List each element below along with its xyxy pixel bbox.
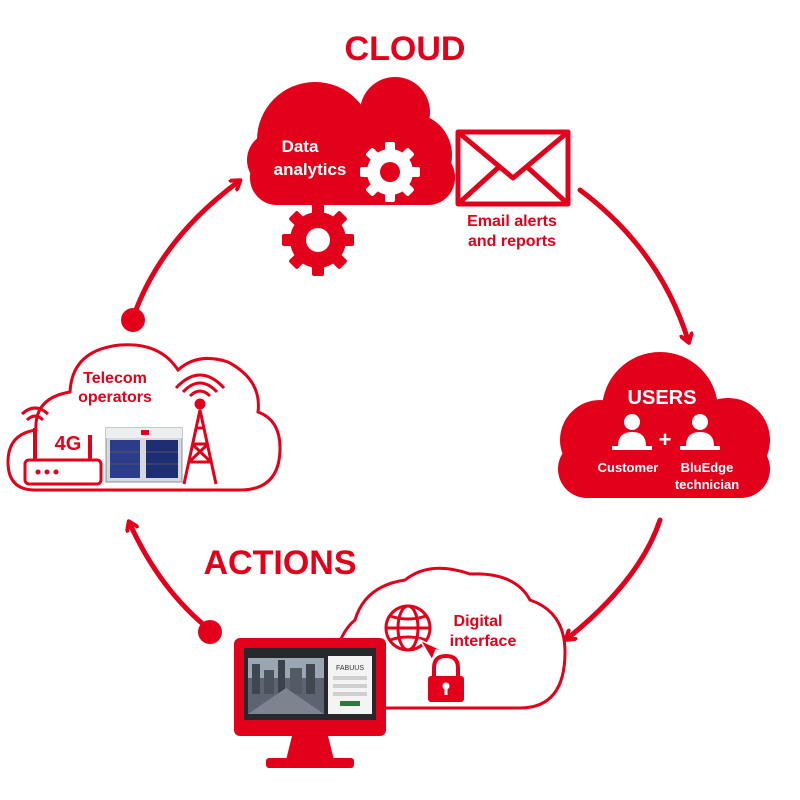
gear-icon [282,204,354,276]
screen-logo: FABUUS [336,665,364,672]
data-analytics-cloud: Data analytics [247,77,455,205]
chiller-unit-icon [105,427,183,483]
telecom-label-line2: operators [78,389,152,406]
digital-interface-label-line2: interface [450,633,517,650]
padlock-icon [428,653,464,702]
technician-label-line2: technician [675,477,739,492]
data-analytics-label-line1: Data [282,137,319,156]
globe-icon [384,604,447,662]
data-analytics-label-line2: analytics [274,160,347,179]
users-cloud: USERS + Customer BluEdge technician [558,352,770,498]
arrow-telecom-to-cloud [130,182,238,321]
cycle-arrows [130,182,688,638]
user-icon [680,414,720,450]
envelope-icon [455,129,571,207]
monitor-icon: FABUUS [234,638,386,768]
plus-sign: + [659,427,672,452]
technician-label-line1: BluEdge [681,460,734,475]
gear-icon [360,142,420,202]
router-icon [20,406,103,486]
email-alerts-label-line1: Email alerts [467,213,557,230]
actions-heading: ACTIONS [204,544,357,582]
arrow-origin-dot [198,620,222,644]
arrow-cloud-to-users [577,187,688,340]
customer-label: Customer [598,460,659,475]
users-title: USERS [628,387,697,409]
telecom-label-line1: Telecom [83,370,147,387]
email-alerts-label-line2: and reports [468,233,556,250]
arrow-users-to-digital [568,517,663,638]
cloud-heading: CLOUD [345,30,466,68]
digital-interface-cloud: Digital interface [328,566,567,710]
telecom-cloud: Telecom operators 4G [6,343,282,492]
user-icon [612,414,652,450]
arrow-origin-dot [121,308,145,332]
antenna-tower-icon [174,373,226,485]
digital-interface-label-line1: Digital [454,613,503,630]
arrow-digital-to-telecom [130,524,213,633]
email-alerts-node: Email alerts and reports [455,129,571,250]
network-badge: 4G [55,433,82,455]
